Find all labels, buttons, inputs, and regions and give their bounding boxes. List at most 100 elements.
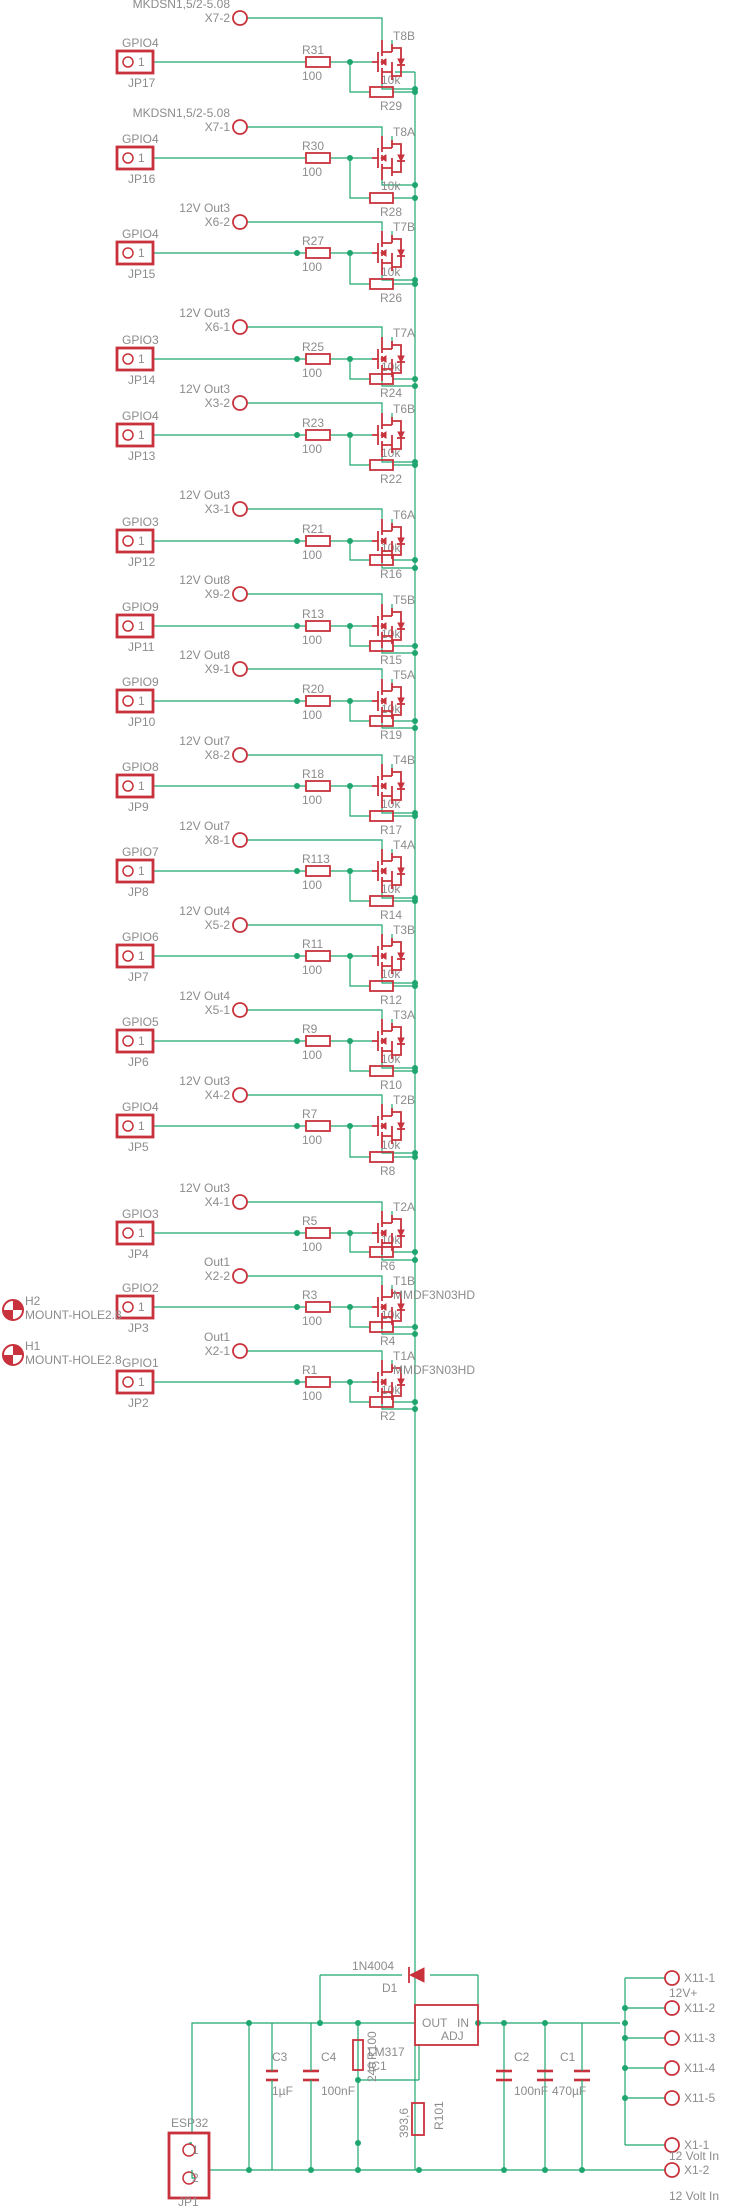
resistor-ref-label: R113: [302, 852, 330, 866]
mosfet: T2A: [372, 1200, 415, 1255]
terminal-x1[interactable]: X1-1 X1-2 12 Volt In 12 Volt In: [664, 2137, 719, 2203]
mosfet-ref-label: T5A: [393, 668, 415, 682]
mosfet-ref-label: T3B: [393, 923, 415, 937]
mosfet: T3B: [372, 923, 415, 978]
mosfet-ref-label: T8B: [393, 29, 415, 43]
pulldown-ref-label: R4: [380, 1334, 396, 1348]
reg-part-label: LM317: [368, 2045, 405, 2059]
rail-dot: [412, 557, 418, 563]
connector-pin-label: 1: [138, 949, 145, 963]
mosfet-arrow-icon: [380, 1229, 387, 1237]
jp1-name-label: ESP32: [171, 2116, 209, 2130]
body-diode-wire: [392, 686, 402, 716]
connector-box: [115, 1113, 155, 1139]
resistor-body: [369, 278, 394, 290]
junction-dot: [347, 1379, 353, 1385]
d1-ref-label: D1: [382, 1981, 398, 1995]
body-diode-wire: [392, 238, 402, 268]
terminal-ref-label: X6-1: [205, 320, 231, 334]
terminal-ref-label: X9-1: [205, 662, 231, 676]
connector-name-label: GPIO4: [122, 409, 159, 423]
connector-name-label: GPIO4: [122, 36, 159, 50]
x1-pin2-label: X1-2: [684, 2163, 710, 2177]
connector-box: [115, 240, 155, 266]
connector-name-label: GPIO9: [122, 600, 159, 614]
junction-dot: [294, 1123, 300, 1129]
resistor-body: [369, 810, 394, 822]
terminal-net-label: 12V Out7: [179, 734, 230, 748]
connector-box: [115, 422, 155, 448]
mosfet: T4B: [372, 753, 415, 808]
pulldown-value-label: 10k: [381, 1138, 401, 1152]
terminal-icon: [232, 1194, 248, 1210]
resistor-body: [369, 1151, 394, 1163]
rail-dot: [412, 1331, 418, 1337]
d1-part-label: 1N4004: [352, 1959, 394, 1973]
reg-out-label: OUT: [422, 2016, 448, 2030]
r100-value-label: 240: [365, 2062, 379, 2082]
connector-name-label: GPIO4: [122, 1100, 159, 1114]
mosfet-arrow-icon: [380, 355, 387, 363]
terminal-x11[interactable]: X11-1 X11-2 X11-3 X11-4 X11-5 12V+: [664, 1970, 715, 2106]
mosfet: T3A: [372, 1008, 415, 1063]
resistor-body: [305, 152, 331, 164]
terminal-icon: [232, 1087, 248, 1103]
body-diode-wire: [392, 1026, 402, 1056]
rail-dot: [412, 383, 418, 389]
resistor-body: [369, 980, 394, 992]
capacitor-c2b: [537, 2069, 553, 2082]
mosfet-arrow-icon: [380, 1378, 387, 1386]
connector-ref-label: JP4: [128, 1247, 149, 1261]
resistor-body: [305, 1227, 331, 1239]
jp1-pin2-label: 2: [192, 2171, 199, 2185]
resistor-ref-label: R5: [302, 1214, 318, 1228]
connector-jp1[interactable]: ESP32 1 2 JP1: [167, 2116, 211, 2207]
connector-name-label: GPIO5: [122, 1015, 159, 1029]
mosfet-arrow-icon: [380, 782, 387, 790]
resistor-body: [305, 695, 331, 707]
rail-dot: [412, 1406, 418, 1412]
pin-icon: [122, 1120, 134, 1132]
connector-pin-label: 1: [138, 864, 145, 878]
